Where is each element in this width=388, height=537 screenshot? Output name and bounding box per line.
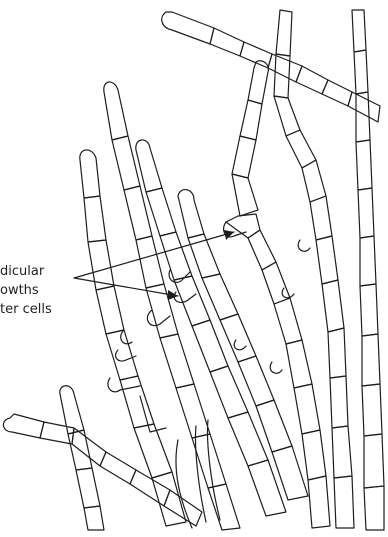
annotation-label: dicular owths ter cells [0,262,52,319]
filament-lower-left-1 [3,414,202,526]
filament-right-secondary [274,10,354,528]
filament-top-diagonal [162,12,380,122]
filament-left-2 [80,150,186,526]
annotation-line-3: ter cells [0,300,52,319]
filament-left-3 [136,140,286,516]
filament-main-axis [352,10,384,530]
annotation-line-1: dicular [0,262,52,281]
filament-center-top [232,61,268,216]
annotation-line-2: owths [0,281,52,300]
filament-lower-left-2 [60,386,104,530]
filament-lower-left-3 [108,350,166,432]
